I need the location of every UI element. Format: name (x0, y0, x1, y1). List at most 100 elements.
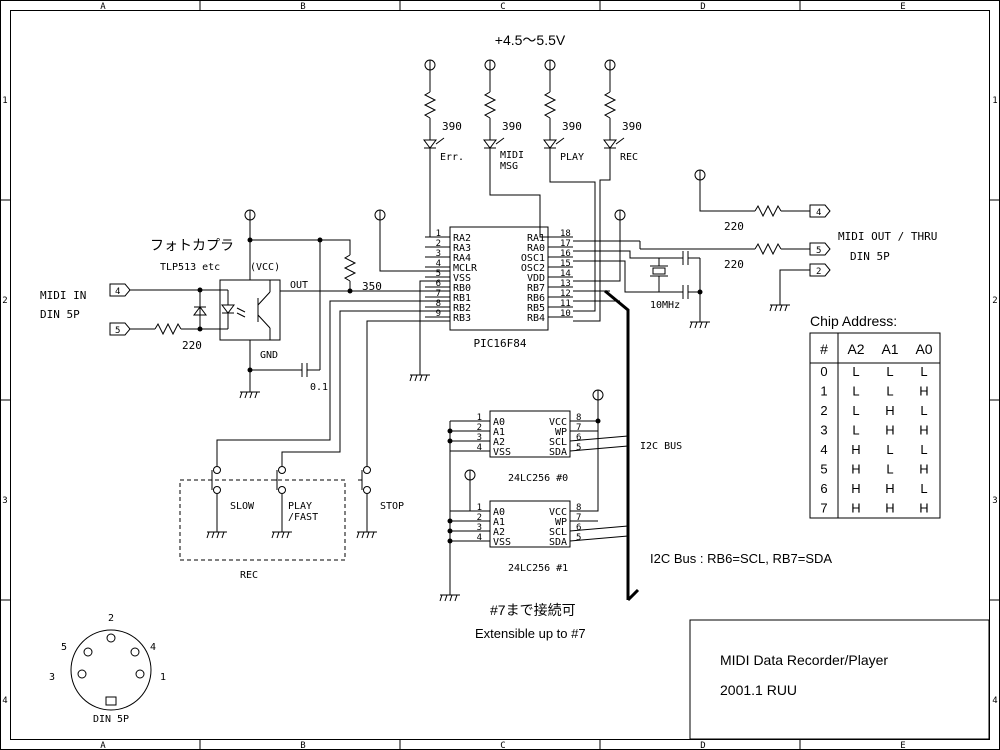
table-cell: L (920, 442, 927, 457)
chip-name: PIC16F84 (474, 337, 527, 350)
table-cell: 7 (820, 501, 827, 516)
pin-number: 13 (560, 279, 571, 289)
pin-name: VDD (527, 273, 545, 284)
din-pin: 4 (150, 642, 156, 653)
pin-name: A2 (493, 527, 505, 538)
pin-number: 12 (560, 289, 571, 299)
resistor-value: 220 (182, 339, 202, 352)
led-branch-err: 390 Err. (423, 59, 464, 238)
resistor-value: 390 (442, 120, 462, 133)
din-connector: 2 5 4 3 1 DIN 5P (49, 613, 166, 725)
table-cell: H (851, 442, 860, 457)
pin-name: A1 (493, 517, 505, 528)
midi-in-label: MIDI IN (40, 289, 86, 302)
pin-number: 4 (436, 259, 441, 269)
pin-name: RA1 (527, 233, 545, 244)
midi-in-din: DIN 5P (40, 308, 80, 321)
pin-number: 11 (560, 299, 571, 309)
din-pin: 3 (49, 672, 55, 683)
pin-number: 18 (560, 229, 571, 239)
pin-number: 14 (560, 269, 571, 279)
pin-number: 5 (576, 443, 581, 453)
pin-name: RB4 (527, 313, 545, 324)
table-cell: L (920, 481, 927, 496)
pin-name: SDA (549, 447, 567, 458)
pin-number: 8 (436, 299, 441, 309)
pin-number: 8 (576, 413, 581, 423)
row-label-left: 4 (2, 696, 7, 706)
opto-vcc: (VCC) (250, 262, 280, 273)
pin-name: VCC (549, 417, 567, 428)
din-pin: 2 (108, 613, 114, 624)
pin-name: WP (555, 517, 567, 528)
i2c-bus-note: I2C Bus : RB6=SCL, RB7=SDA (650, 551, 832, 566)
table-cell: H (919, 501, 928, 516)
pin-name: VSS (453, 273, 471, 284)
table-cell: 0 (820, 364, 827, 379)
pin-number: 1 (436, 229, 441, 239)
crystal-label: 10MHz (650, 300, 680, 311)
led-label: REC (620, 152, 638, 163)
midi-in-pin5: 5 (115, 326, 120, 336)
opto-title-jp: フォトカプラ (150, 237, 234, 253)
row-label-left: 2 (2, 296, 7, 306)
table-cell: L (852, 364, 859, 379)
table-cell: L (886, 442, 893, 457)
pin-name: A1 (493, 427, 505, 438)
pin-name: OSC2 (521, 263, 545, 274)
table-cell: L (920, 364, 927, 379)
pin-number: 3 (436, 249, 441, 259)
table-header-cell: A0 (915, 341, 932, 357)
col-label-top: A (100, 2, 106, 12)
led-branch-midi-msg: 390 MIDI MSG (483, 59, 550, 238)
col-label-top: B (300, 2, 305, 12)
table-header-cell: A1 (881, 341, 898, 357)
led-label-2: MSG (500, 161, 518, 172)
midi-in-optocoupler: フォトカプラ TLP513 etc (VCC) OUT GND 350 0.1 … (40, 209, 450, 399)
table-cell: L (886, 364, 893, 379)
pin-number: 6 (576, 433, 581, 443)
pin-number: 6 (576, 523, 581, 533)
midi-out-pin2: 2 (816, 267, 821, 277)
pin-number: 1 (477, 413, 482, 423)
drawing-date: 2001.1 RUU (720, 682, 797, 698)
row-label-left: 1 (2, 96, 7, 106)
table-cell: L (886, 384, 893, 399)
pin-name: RB0 (453, 283, 471, 294)
pin-name: WP (555, 427, 567, 438)
resistor-value: 220 (724, 258, 744, 271)
pin-number: 7 (436, 289, 441, 299)
pin-number: 5 (436, 269, 441, 279)
table-cell: L (852, 423, 859, 438)
pin-number: 8 (576, 503, 581, 513)
table-cell: 2 (820, 403, 827, 418)
pin-name: VSS (493, 447, 511, 458)
pin-name: RB7 (527, 283, 545, 294)
table-cell: H (851, 501, 860, 516)
midi-out-section: 4 220 5 220 2 MIDI OUT / THRU DIN 5P (573, 169, 937, 312)
table-cell: H (885, 501, 894, 516)
din-pin: 1 (160, 672, 166, 683)
drawing-title: MIDI Data Recorder/Player (720, 652, 888, 668)
table-cell: H (919, 384, 928, 399)
eeprom-name: 24LC256 #1 (508, 563, 568, 574)
col-label-top: C (500, 2, 505, 12)
pin-number: 2 (477, 513, 482, 523)
table-cell: L (920, 403, 927, 418)
opto-cap: 0.1 (310, 382, 328, 393)
pin-name: RA0 (527, 243, 545, 254)
table-cell: H (851, 462, 860, 477)
midi-out-din: DIN 5P (850, 250, 890, 263)
midi-out-label: MIDI OUT / THRU (838, 230, 937, 243)
led-label: Err. (440, 152, 464, 163)
rec-label: REC (240, 570, 258, 581)
resistor-value: 220 (724, 220, 744, 233)
col-label-top: D (700, 2, 705, 12)
pin-name: SCL (549, 437, 567, 448)
pin-name: RA3 (453, 243, 471, 254)
table-cell: L (852, 384, 859, 399)
pin-name: SCL (549, 527, 567, 538)
led-branch-play: 390 PLAY (543, 59, 596, 312)
